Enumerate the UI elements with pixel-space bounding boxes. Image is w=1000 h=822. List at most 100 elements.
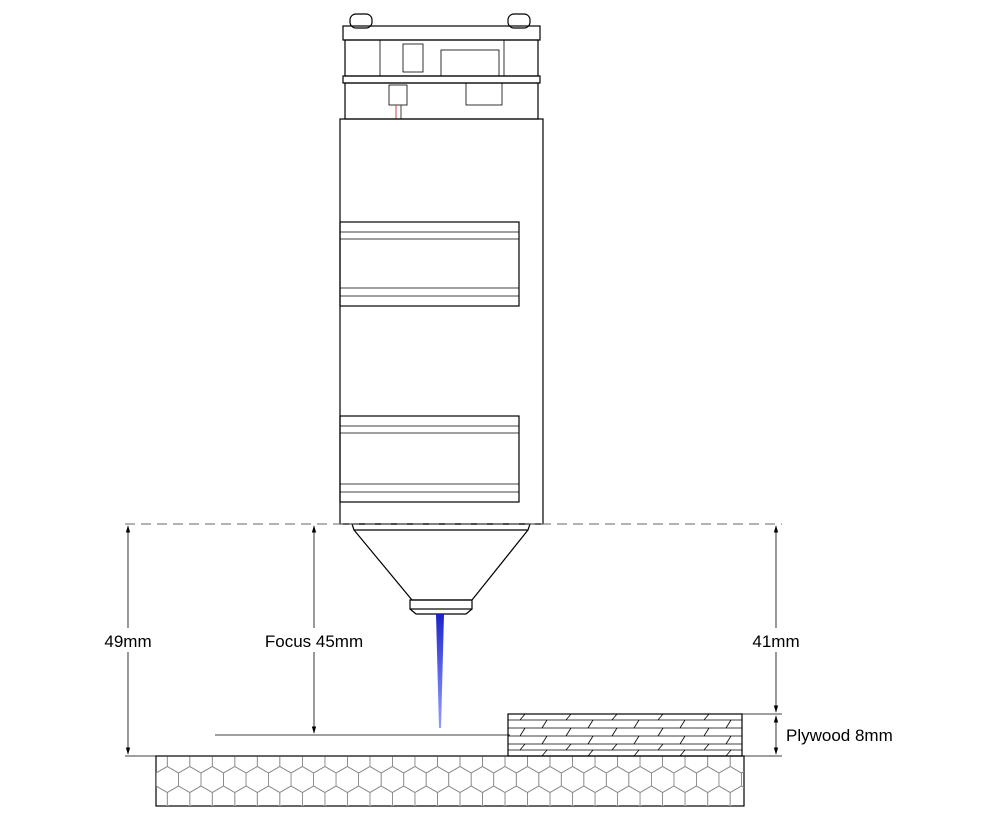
honeycomb-cell (324, 756, 348, 774)
plywood-grain (725, 719, 732, 729)
honeycomb-cell (617, 756, 641, 774)
honeycomb-cell (482, 756, 506, 774)
honeycomb-cell (538, 766, 562, 793)
honeycomb-cell (413, 805, 417, 806)
honeycomb-cell (300, 805, 305, 806)
honeycomb-cell (549, 785, 573, 806)
honeycomb-cell (660, 805, 665, 806)
honeycomb-cell (369, 785, 393, 806)
honeycomb-cell (684, 785, 709, 806)
honeycomb-cell (549, 756, 573, 774)
fan-screw-right (507, 13, 531, 29)
plywood-grain (611, 713, 618, 721)
honeycomb-cell (706, 805, 710, 806)
plywood-board-icon (507, 713, 743, 757)
plywood-grain (703, 743, 710, 751)
honeycomb-cell (729, 785, 744, 806)
connector-block (344, 82, 539, 120)
honeycomb-cell (615, 805, 620, 806)
honeycomb-cell (493, 766, 517, 793)
honeycomb-cell (358, 766, 382, 793)
honeycomb-cell (753, 786, 776, 812)
laser-beam-icon (436, 614, 444, 728)
honeycomb-cell (570, 805, 575, 806)
honeycomb-cell (256, 785, 281, 806)
plywood-grain (519, 727, 526, 737)
label-41mm: 41mm (752, 632, 799, 651)
honeycomb-cell (503, 805, 507, 806)
honeycomb-cell (414, 785, 438, 806)
honeycomb-cell (718, 766, 742, 793)
honeycomb-cell (728, 805, 732, 806)
honeycomb-cell (662, 756, 686, 774)
honeycomb-cell (200, 766, 224, 793)
honeycomb-cell (380, 766, 405, 793)
honeycomb-cell (211, 785, 236, 806)
dimension-41mm: 41mm (744, 525, 808, 713)
honeycomb-cell (617, 785, 641, 806)
honeycomb-cell (707, 756, 731, 774)
dimension-focus: Focus 45mm (252, 525, 378, 734)
plywood-grain (587, 719, 594, 729)
honeycomb-cell (211, 756, 236, 774)
honeycomb-cell (437, 756, 461, 774)
honeycomb-cell (504, 785, 528, 806)
honeycomb-cell (189, 785, 213, 806)
honeycomb-cell (662, 785, 686, 806)
plywood-grain (587, 749, 594, 757)
honeycomb-cell (188, 805, 192, 806)
fan-screw-left (349, 13, 373, 29)
plywood-grain (541, 719, 548, 729)
honeycomb-cell (696, 766, 720, 793)
honeycomb-cell (245, 766, 270, 793)
nozzle-cone-icon (351, 523, 531, 615)
honeycomb-cell (707, 785, 731, 806)
honeycomb-cell (470, 766, 495, 793)
honeycomb-cell (753, 747, 776, 773)
plywood-grain (633, 719, 640, 729)
honeycomb-cell (414, 756, 438, 774)
honeycomb-cell (593, 805, 597, 806)
honeycomb-cell (594, 785, 618, 806)
honeycomb-cell (390, 805, 395, 806)
honeycomb-cell (165, 805, 169, 806)
honeycomb-cell (651, 766, 675, 793)
plywood-grain (611, 743, 618, 751)
honeycomb-cell (345, 805, 350, 806)
honeycomb-cell (166, 756, 191, 774)
honeycomb-cell (639, 785, 663, 806)
plywood-grain (565, 727, 572, 737)
honeycomb-cell (673, 766, 697, 793)
label-49mm: 49mm (104, 632, 151, 651)
honeycomb-cell (482, 785, 506, 806)
honeycomb-cell (572, 756, 596, 774)
plywood-grain (565, 743, 572, 751)
label-focus-45mm: Focus 45mm (265, 632, 363, 651)
honeycomb-cell (233, 805, 237, 806)
honeycomb-cell (628, 766, 652, 793)
honeycomb-cell (256, 756, 281, 774)
plywood-grain (679, 749, 686, 757)
fan-block (344, 39, 539, 77)
honeycomb-cell (210, 805, 214, 806)
laser-module-icon (339, 13, 544, 525)
plywood-grain (587, 735, 594, 745)
honeycomb-cell (156, 766, 179, 793)
honeycomb-bed-icon (155, 747, 776, 812)
honeycomb-cell (234, 785, 258, 806)
honeycomb-cell (435, 805, 440, 806)
honeycomb-cell (279, 756, 303, 774)
honeycomb-cell (278, 805, 282, 806)
honeycomb-cell (594, 756, 618, 774)
plywood-grain (633, 749, 640, 757)
plywood-grain (519, 743, 526, 751)
lower-rail (339, 415, 520, 503)
honeycomb-cell (560, 766, 585, 793)
honeycomb-cell (189, 756, 213, 774)
plywood-grain (679, 735, 686, 745)
honeycomb-cell (223, 766, 247, 793)
honeycomb-cell (323, 805, 327, 806)
honeycomb-cell (391, 756, 416, 774)
plywood-grain (657, 743, 664, 751)
